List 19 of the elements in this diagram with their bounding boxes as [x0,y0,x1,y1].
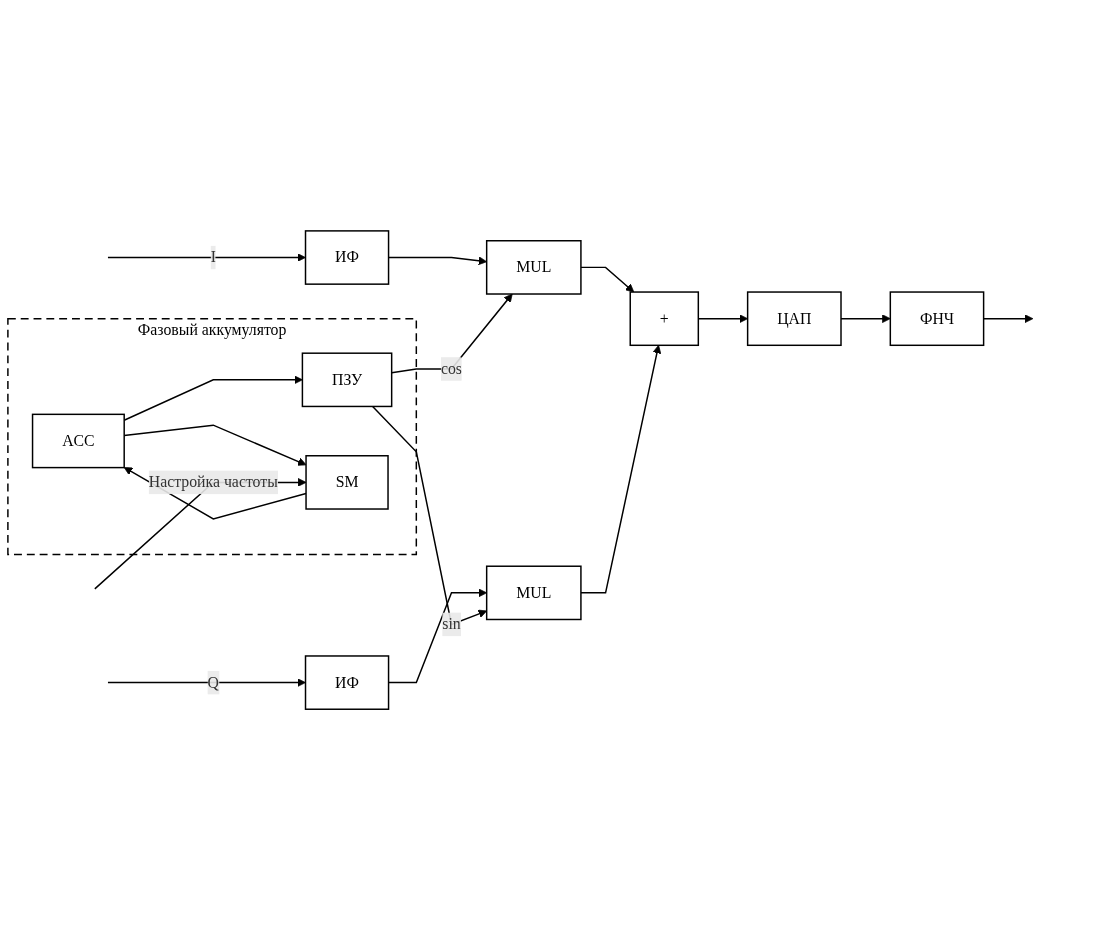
edge-label: I [210,248,216,266]
edge-label: sin [442,615,461,633]
node-box: MUL [485,239,582,295]
node-box: ACC [31,413,125,469]
arrow [107,253,306,262]
node-box: ЦАП [746,291,842,346]
node-box: ФНЧ [889,291,985,346]
arrow [107,678,306,687]
arrow [580,344,662,594]
node-box: ИФ [304,655,390,710]
node-box: + [629,291,700,346]
arrow [580,266,635,293]
node-box: SM [305,454,389,510]
node-box: MUL [485,565,582,621]
edge-label: cos [440,360,463,377]
node-box: ИФ [304,230,390,285]
edge-label: Q [207,673,219,691]
edge-label: Настройка частоты [148,473,278,491]
node-box: ПЗУ [301,352,393,408]
